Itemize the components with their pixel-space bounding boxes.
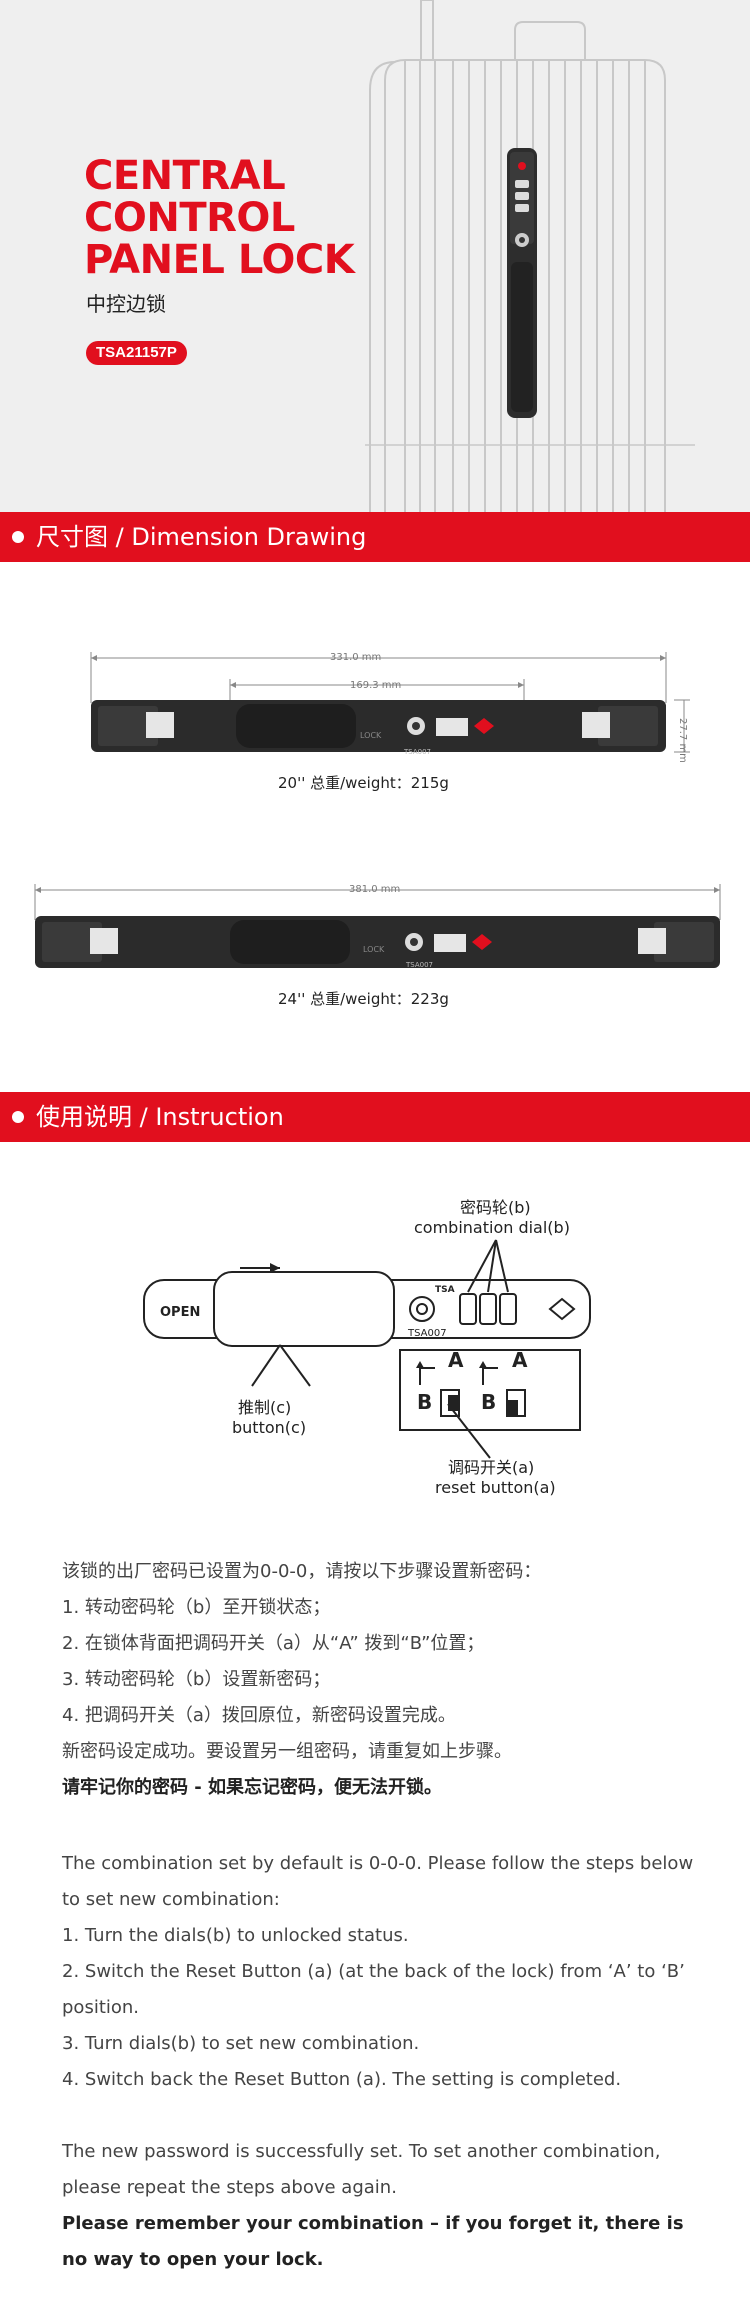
bullet-icon [12, 531, 24, 543]
title-line-3: PANEL LOCK [84, 237, 355, 283]
cn-step-2: 2. 在锁体背面把调码开关（a）从“A” 拨到“B”位置； [62, 1633, 485, 1654]
lock-diagram-svg [143, 1239, 591, 1459]
section-header-dimension: 尺寸图 / Dimension Drawing [0, 512, 750, 562]
title-line-1: CENTRAL [84, 153, 286, 199]
en-intro: The combination set by default is 0-0-0.… [62, 1853, 694, 1910]
reset-position-b-right: B [481, 1390, 497, 1414]
cn-step-4: 4. 把调码开关（a）拨回原位，新密码设置完成。 [62, 1705, 456, 1726]
dial-label-cn: 密码轮(b) [460, 1198, 531, 1217]
en-step-4: 4. Switch back the Reset Button (a). The… [62, 2069, 622, 2090]
caption-24: 24'' 总重/weight：223g [278, 990, 449, 1008]
section-title-instruction: 使用说明 / Instruction [36, 1103, 284, 1131]
en-success: The new password is successfully set. To… [62, 2141, 661, 2198]
dimension-inner-20: 169.3 mm [350, 680, 402, 691]
suitcase-illustration [365, 0, 695, 512]
reset-position-a-left: A [448, 1348, 464, 1372]
cn-step-3: 3. 转动密码轮（b）设置新密码； [62, 1669, 331, 1690]
reset-label-en: reset button(a) [435, 1478, 556, 1497]
instructions-en: The combination set by default is 0-0-0.… [62, 1846, 694, 2278]
title-line-2: CONTROL [84, 195, 295, 241]
tsa-label: TSA007 [408, 1328, 447, 1339]
model-badge: TSA21157P [86, 341, 187, 365]
lock-text-20: LOCK [360, 731, 382, 740]
instructions-cn: 该锁的出厂密码已设置为0-0-0，请按以下步骤设置新密码： 1. 转动密码轮（b… [62, 1554, 694, 1806]
open-label: OPEN [160, 1305, 201, 1320]
en-step-3: 3. Turn dials(b) to set new combination. [62, 2033, 420, 2054]
tsa-text-24: TSA007 [406, 961, 433, 969]
cn-success: 新密码设定成功。要设置另一组密码，请重复如上步骤。 [62, 1741, 512, 1762]
tsa-text-20: TSA007 [404, 748, 431, 756]
en-warning: Please remember your combination – if yo… [62, 2213, 684, 2270]
dimension-overall-24: 381.0 mm [349, 884, 401, 895]
dimension-height-20: 27.7 mm [677, 718, 688, 763]
bullet-icon [12, 1111, 24, 1123]
en-step-1: 1. Turn the dials(b) to unlocked status. [62, 1925, 409, 1946]
section-title-dimension: 尺寸图 / Dimension Drawing [36, 523, 367, 551]
button-label-cn: 推制(c) [238, 1398, 292, 1417]
instruction-diagram: OPEN TSA TSA007 A B A B 密码轮(b) combinati… [130, 1198, 600, 1520]
lock-text-24: LOCK [363, 945, 385, 954]
dimension-overall-20: 331.0 mm [330, 652, 382, 663]
reset-label-cn: 调码开关(a) [448, 1458, 535, 1477]
cn-step-1: 1. 转动密码轮（b）至开锁状态； [62, 1597, 331, 1618]
en-step-2: 2. Switch the Reset Button (a) (at the b… [62, 1961, 685, 2018]
reset-position-b-left: B [417, 1390, 433, 1414]
dial-label-en: combination dial(b) [414, 1218, 570, 1237]
reset-position-a-right: A [512, 1348, 528, 1372]
caption-20: 20'' 总重/weight：215g [278, 774, 449, 792]
product-title: CENTRAL CONTROL PANEL LOCK [84, 153, 355, 283]
hero-banner: CENTRAL CONTROL PANEL LOCK 中控边锁 TSA21157… [0, 0, 750, 512]
cn-warning: 请牢记你的密码 - 如果忘记密码，便无法开锁。 [62, 1777, 443, 1798]
brand-mark: TSA [435, 1285, 455, 1295]
product-title-cn: 中控边锁 [86, 292, 166, 316]
section-header-instruction: 使用说明 / Instruction [0, 1092, 750, 1142]
dimension-drawing-20 [90, 652, 690, 753]
button-label-en: button(c) [232, 1418, 307, 1437]
dimension-drawing-24 [34, 884, 721, 968]
cn-intro: 该锁的出厂密码已设置为0-0-0，请按以下步骤设置新密码： [62, 1561, 542, 1582]
